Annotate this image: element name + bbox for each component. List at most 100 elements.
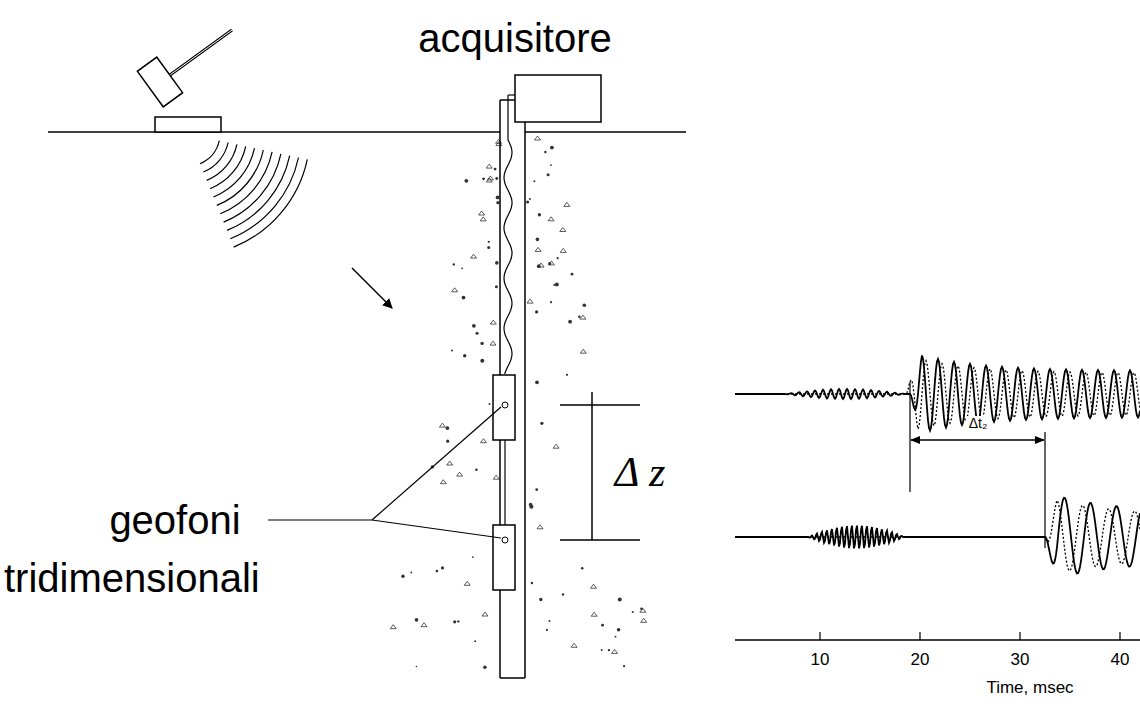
soil-grain [544, 151, 546, 153]
soil-grain [453, 620, 456, 623]
soil-grain [471, 254, 477, 258]
label: Δt₂ [966, 416, 991, 431]
wavefront [227, 156, 290, 231]
soil-grain [462, 296, 466, 300]
soil-grain [571, 273, 574, 276]
wavefront [230, 158, 298, 239]
soil-grain [591, 584, 597, 588]
soil-grain [451, 350, 453, 352]
soil-grain [566, 374, 568, 376]
label: tridimensionali [4, 556, 260, 600]
label: Δ z [615, 449, 666, 495]
soil-grain [486, 178, 492, 182]
cable [508, 94, 515, 95]
soil-grain [416, 666, 418, 668]
soil-grain [562, 593, 564, 595]
soil-grain [390, 625, 396, 629]
soil-grain [538, 213, 541, 216]
pick-line [1044, 432, 1045, 548]
soil-grain [540, 422, 543, 425]
soil-grain [480, 342, 483, 345]
soil-grain [617, 628, 621, 632]
soil-grain [472, 324, 476, 328]
soil-grain [446, 426, 450, 430]
soil-grain [601, 624, 604, 627]
impact-plate [155, 117, 221, 132]
soil-grain [401, 575, 404, 578]
soil-grain [526, 200, 529, 203]
axis-tick [820, 632, 1120, 640]
soil-grain [421, 623, 427, 627]
label: 10 [811, 651, 830, 670]
soil-grain [583, 303, 587, 307]
soil-grain [488, 241, 490, 243]
soil-grain [612, 649, 618, 653]
wavefront [214, 148, 255, 197]
soil-grain [494, 168, 497, 171]
geophone-point [502, 537, 508, 543]
wavefront [207, 144, 237, 180]
soil-grain [553, 444, 559, 448]
wavefront [234, 159, 308, 247]
soil-grain [457, 472, 463, 476]
geophone [493, 375, 515, 440]
soil-grain [529, 505, 533, 509]
soil-grain [537, 525, 543, 529]
trace-solid [735, 498, 1140, 574]
label: 20 [911, 651, 930, 670]
wavefront [200, 141, 219, 164]
soil-grain [463, 354, 466, 357]
wavefronts [200, 141, 307, 247]
soil-grain [591, 612, 597, 616]
borehole-wall [524, 122, 526, 678]
soil-grain [547, 173, 550, 176]
soil-grain [483, 666, 487, 670]
soil-grain [440, 480, 446, 484]
label: acquisitore [418, 16, 611, 60]
soil-grain [415, 618, 419, 622]
label: geofoni [109, 498, 240, 542]
soil-grain [482, 612, 488, 616]
soil-grain [482, 177, 485, 180]
soil-grain [533, 180, 535, 182]
leader-line [268, 407, 501, 538]
soil-grain [618, 597, 622, 601]
trace-dotted [735, 361, 1140, 429]
soil-grain [446, 440, 449, 443]
ground-surface [48, 131, 500, 133]
soil-grain [539, 598, 542, 601]
soil-grain [535, 310, 538, 313]
propagation-arrow [352, 268, 392, 308]
wavefront [210, 146, 246, 188]
label: Time, msec [986, 679, 1073, 698]
soil-grain [548, 261, 554, 265]
soil-grain [550, 301, 552, 303]
borehole-bottom [500, 677, 525, 679]
soil-grain [495, 261, 499, 265]
soil-grain [493, 475, 499, 479]
soil-grain [472, 556, 474, 558]
soil-grain [439, 423, 445, 427]
soil-grain [601, 649, 603, 651]
soil-grain [447, 461, 453, 465]
time-axis [735, 639, 1140, 641]
soil-grain [571, 643, 577, 647]
soil-grain [479, 211, 485, 215]
soil-grain [640, 608, 646, 612]
soil-grain [632, 611, 634, 613]
soil-grain [495, 285, 498, 288]
soil-grain [475, 469, 478, 472]
soil-grain [495, 177, 498, 180]
soil-grain [490, 341, 496, 345]
pick-line [909, 382, 910, 492]
soil-grain [549, 620, 551, 622]
geophone [493, 525, 515, 590]
soil-grain [452, 288, 458, 292]
soil-grain [487, 246, 490, 249]
soil-grain [560, 248, 566, 252]
soil-grain [480, 217, 486, 221]
soil-grain [464, 581, 470, 585]
soil-grain [441, 566, 444, 569]
cable [504, 440, 505, 525]
